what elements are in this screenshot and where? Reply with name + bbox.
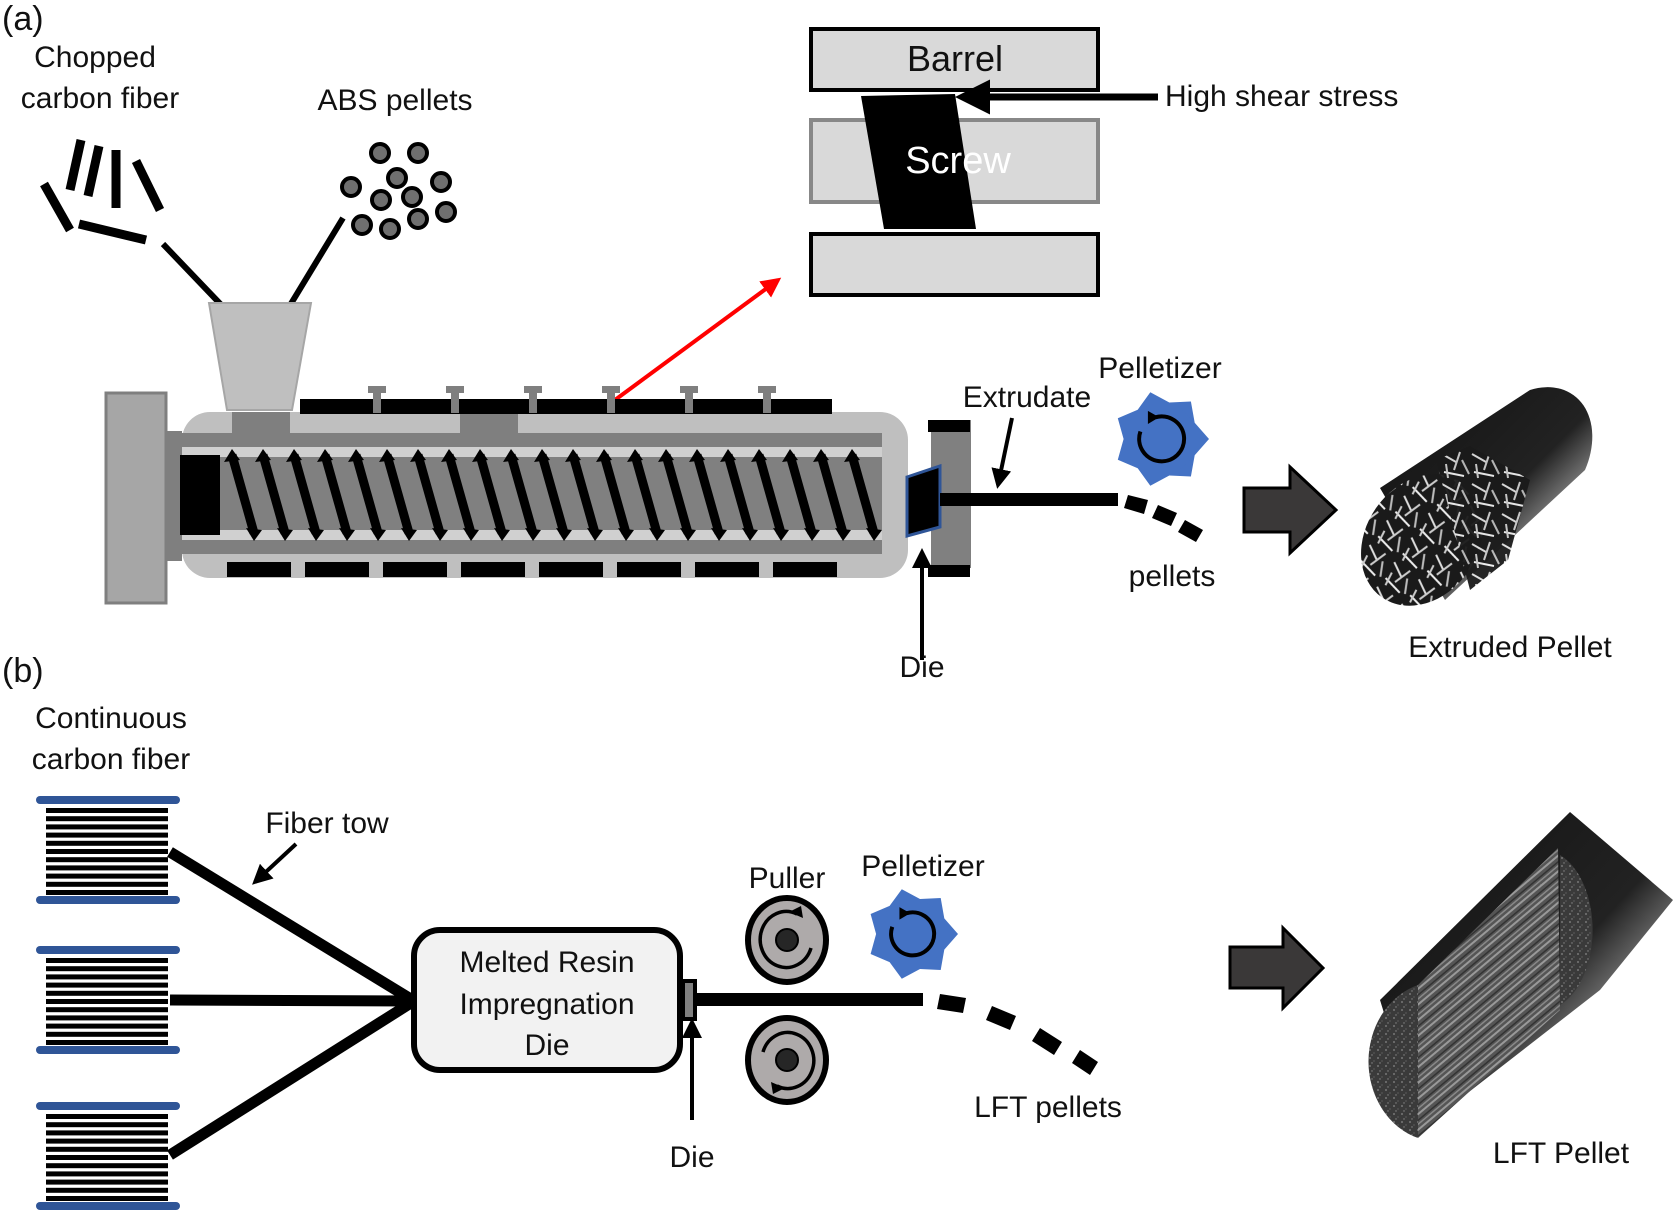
fiber-tows <box>167 847 417 1160</box>
pelletizer-gear-icon-b <box>870 889 958 979</box>
inset-barrel-top <box>809 27 1100 92</box>
fiber-tow-arrow <box>252 842 298 885</box>
abs-pellets-label: ABS pellets <box>317 84 472 117</box>
panel-b-label: (b) <box>2 652 44 690</box>
heater-band <box>695 562 759 577</box>
screw-flight <box>813 449 851 541</box>
pelletizer-label-b: Pelletizer <box>861 850 984 883</box>
heater-bands-bottom <box>227 562 837 577</box>
screw-flights <box>224 449 882 541</box>
continuous-fiber-label-line1: Continuous <box>35 702 187 735</box>
screw-flight <box>751 449 789 541</box>
heater-band <box>773 562 837 577</box>
puller-label: Puller <box>749 862 826 895</box>
shear-stress-label: High shear stress <box>1165 80 1398 113</box>
heater-bands-top <box>300 386 832 414</box>
die-label-a: Die <box>899 651 944 684</box>
fiber-tow-label: Fiber tow <box>265 807 389 840</box>
continuous-fiber-label-line2: carbon fiber <box>32 743 190 776</box>
zoom-callout-arrow <box>583 277 782 424</box>
extruder <box>104 386 971 605</box>
panel-a-label: (a) <box>2 0 44 38</box>
cut-pellets <box>1124 495 1203 542</box>
barrel-label: Barrel <box>907 38 1003 79</box>
impregnation-die-label-line3: Die <box>524 1029 569 1062</box>
screw-flight <box>534 449 572 541</box>
lft-pellet-illustration <box>1368 812 1673 1138</box>
extrudate-strand <box>940 493 1118 506</box>
drive-block <box>180 455 220 535</box>
screw-flight <box>689 449 727 541</box>
extrudate-label: Extrudate <box>963 381 1091 414</box>
screw-flight <box>317 449 355 541</box>
pelletizer-label-a: Pelletizer <box>1098 352 1221 385</box>
fiber-spool <box>36 1102 180 1210</box>
screw-flight <box>503 449 541 541</box>
heater-band <box>539 562 603 577</box>
hopper <box>207 302 313 411</box>
screw-flight <box>410 449 448 541</box>
screw-flight <box>255 449 293 541</box>
extruded-pellet-label: Extruded Pellet <box>1408 631 1612 664</box>
extrudate-arrow <box>991 417 1014 489</box>
inset-screw-flight <box>861 94 976 229</box>
pelletizer-gear-icon <box>1117 392 1209 486</box>
lft-strand <box>695 993 923 1006</box>
heater-band <box>305 562 369 577</box>
screw-flight <box>441 449 479 541</box>
impregnation-die-label-line2: Impregnation <box>459 988 634 1021</box>
screw-flight <box>286 449 324 541</box>
extruded-pellet-illustration <box>1361 387 1593 606</box>
fiber-spools <box>36 796 180 1210</box>
screw-flight <box>658 449 696 541</box>
abs-pellets-icon <box>340 142 457 240</box>
heater-band <box>383 562 447 577</box>
screw-flight <box>627 449 665 541</box>
screw-flight <box>565 449 603 541</box>
lft-pellet-label: LFT Pellet <box>1493 1137 1630 1170</box>
screw-flight <box>348 449 386 541</box>
die-nozzle-b <box>681 979 697 1021</box>
screw-flight <box>782 449 820 541</box>
extruder-end-plate <box>104 391 168 605</box>
fiber-spool <box>36 796 180 904</box>
screw-flight <box>844 449 882 541</box>
shear-inset: Barrel Screw High shear stress <box>809 27 1398 297</box>
impregnation-die-box <box>411 927 683 1073</box>
puller-roller-bottom-icon <box>745 1015 829 1105</box>
chopped-fiber-label-line1: Chopped <box>34 41 156 74</box>
lft-cut-pellets <box>937 994 1098 1075</box>
heater-band <box>461 562 525 577</box>
pellets-label-a: pellets <box>1129 560 1216 593</box>
impregnation-die-label-line1: Melted Resin <box>459 946 634 979</box>
screw-flight <box>596 449 634 541</box>
process-arrow-a <box>1242 463 1339 557</box>
screw-flight <box>224 449 262 541</box>
screw-label: Screw <box>905 140 1011 182</box>
screw-flight <box>472 449 510 541</box>
extruder-coupling <box>166 431 182 561</box>
screw-flight <box>720 449 758 541</box>
die-label-b: Die <box>669 1141 714 1174</box>
die <box>905 463 942 538</box>
fiber-spool <box>36 946 180 1054</box>
heater-band <box>227 562 291 577</box>
chopped-fiber-label-line2: carbon fiber <box>21 82 179 115</box>
heater-band <box>617 562 681 577</box>
screw-flight <box>379 449 417 541</box>
chopped-fiber-icon <box>40 139 165 245</box>
puller-roller-top-icon <box>745 895 829 985</box>
lft-pellets-label: LFT pellets <box>974 1091 1122 1124</box>
process-arrow-b <box>1228 924 1326 1012</box>
inset-barrel-bottom <box>809 232 1100 297</box>
